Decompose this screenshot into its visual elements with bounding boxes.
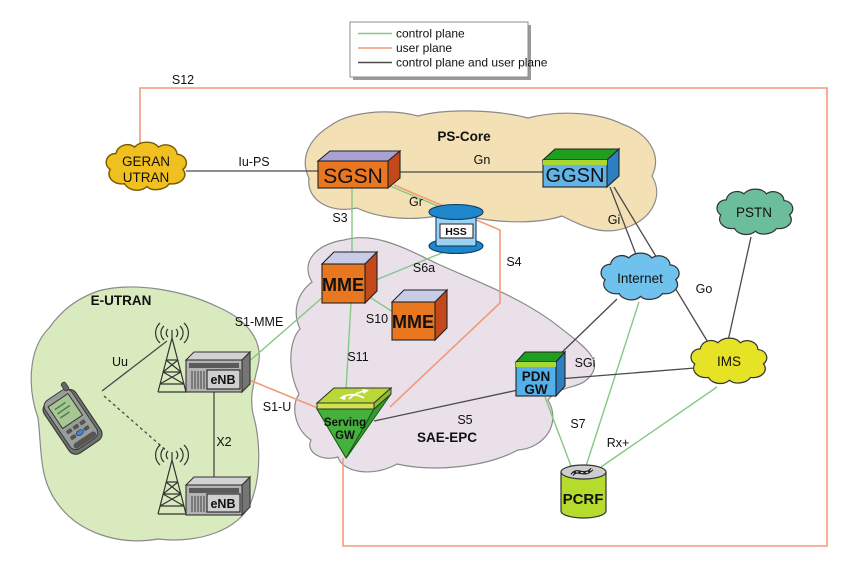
sae-epc-region-label: SAE-EPC: [417, 430, 477, 445]
gi-label: Gi: [608, 213, 621, 227]
gn-label: Gn: [474, 153, 491, 167]
s6a-label: S6a: [413, 261, 435, 275]
go-label: Go: [696, 282, 713, 296]
geran-utran-label-1: GERAN: [122, 154, 170, 169]
mobile-phone: [42, 381, 103, 455]
rx-link: [600, 386, 718, 468]
internet-label: Internet: [617, 271, 663, 286]
enb1-node: [184, 350, 252, 394]
s1-u-label: S1-U: [263, 400, 291, 414]
serving-gw-node: [315, 386, 393, 460]
s7-label: S7: [570, 417, 585, 431]
mme1-label: MME: [322, 275, 364, 295]
s6a-link: [365, 249, 450, 285]
pdn-gw-label-2: GW: [524, 382, 548, 397]
s12-label: S12: [172, 73, 194, 87]
s4-label: S4: [506, 255, 521, 269]
pstn-ims-link: [727, 236, 752, 342]
mme2-label: MME: [392, 312, 434, 332]
s5-label: S5: [457, 413, 472, 427]
s11-label: S11: [347, 350, 368, 364]
pdn-internet-link: [553, 298, 618, 361]
ggsn-label: GGSN: [546, 165, 605, 187]
sgsn-node: [316, 149, 402, 190]
x2-label: X2: [216, 435, 231, 449]
hss-label: HSS: [445, 226, 467, 238]
pstn-label: PSTN: [736, 205, 772, 220]
radio-tower-2: [154, 444, 190, 515]
internet-pcrf-link: [585, 301, 640, 467]
enb2-label: eNB: [210, 497, 235, 511]
pdn-gw-label-1: PDN: [522, 369, 551, 384]
pcrf-node: [560, 464, 607, 519]
geran-utran-label-2: UTRAN: [123, 170, 170, 185]
sgi-label: SGi: [575, 356, 596, 370]
sgi-link: [557, 367, 696, 380]
mme1-node: [320, 250, 379, 305]
routing-arrows-icon: [339, 389, 369, 400]
s12-link: [139, 87, 828, 547]
s5-link: [373, 389, 519, 422]
s1-u-link: [246, 378, 321, 410]
uu-link: [101, 340, 168, 392]
hss-node: [428, 203, 484, 255]
serving-gw-label-1: Serving: [324, 417, 366, 429]
s7-link: [544, 396, 572, 467]
policy-squiggle-icon: [570, 467, 594, 477]
radio-tower-1: [154, 322, 190, 393]
serving-gw-label-2: GW: [335, 430, 355, 442]
rx-label: Rx+: [607, 436, 630, 450]
legend: control plane user plane control plane a…: [349, 21, 548, 80]
ims-label: IMS: [717, 354, 741, 369]
s3-label: S3: [332, 211, 347, 225]
uu-label: Uu: [112, 355, 128, 369]
e-utran-region-label: E-UTRAN: [91, 293, 152, 308]
ps-core-region-label: PS-Core: [437, 129, 491, 144]
gr-label: Gr: [409, 195, 423, 209]
s1-mme-link: [245, 296, 324, 365]
legend-user-plane-label: user plane: [396, 41, 452, 55]
pdn-gw-node: [514, 350, 567, 398]
enb1-label: eNB: [210, 373, 235, 387]
ps-core-region: [304, 110, 658, 232]
gi-link: [609, 186, 638, 258]
s1-mme-label: S1-MME: [235, 315, 284, 329]
iu-ps-label: Iu-PS: [238, 155, 269, 169]
enb2-node: [184, 475, 252, 517]
sgsn-label: SGSN: [323, 165, 383, 188]
ue-enb2-dashed-link: [103, 395, 169, 453]
ggsn-node: [541, 147, 621, 189]
legend-control-plane-label: control plane: [396, 27, 465, 41]
mme2-node: [390, 288, 449, 342]
legend-both-planes-label: control plane and user plane: [396, 56, 548, 70]
pcrf-label: PCRF: [563, 491, 604, 508]
s11-link: [345, 302, 352, 391]
s10-label: S10: [366, 312, 388, 326]
